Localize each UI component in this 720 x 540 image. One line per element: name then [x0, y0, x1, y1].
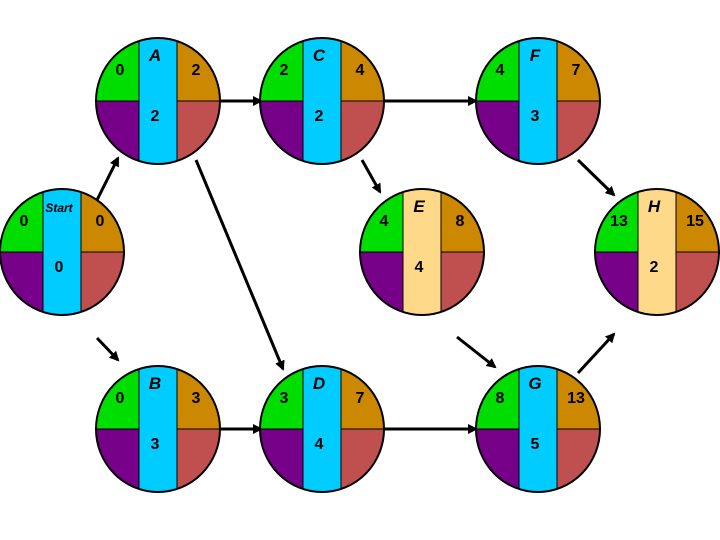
early-finish-value: 15	[686, 213, 704, 230]
early-finish-value: 4	[356, 62, 365, 79]
early-start-value: 3	[280, 390, 289, 407]
node-start[interactable]: Start 0 0 0	[0, 188, 125, 316]
duration-band	[518, 366, 558, 492]
edges-layer	[95, 96, 616, 434]
activity-name: E	[413, 197, 425, 216]
arrow-e-to-g	[456, 335, 497, 369]
activity-name: B	[149, 374, 161, 393]
early-finish-value: 7	[356, 390, 365, 407]
early-start-value: 0	[116, 390, 125, 407]
node-outline	[594, 188, 720, 316]
node-outline	[95, 365, 221, 493]
duration-band	[302, 38, 342, 164]
early-start-value: 8	[496, 390, 505, 407]
node-outline	[95, 37, 221, 165]
early-start-value: 2	[280, 62, 289, 79]
duration-value: 3	[151, 436, 160, 453]
node-outline	[359, 188, 485, 316]
node-a[interactable]: A 0 2 2	[95, 37, 221, 165]
node-outline	[259, 365, 385, 493]
arrow-a-to-d	[194, 159, 285, 371]
activity-name: G	[528, 374, 541, 393]
duration-value: 2	[151, 108, 160, 125]
duration-value: 4	[415, 259, 424, 276]
duration-value: 4	[315, 436, 324, 453]
node-outline	[475, 365, 601, 493]
node-h[interactable]: H 13 15 2	[594, 188, 720, 316]
arrow-c-to-e	[360, 159, 382, 194]
activity-name: Start	[45, 201, 73, 215]
early-start-value: 4	[380, 213, 389, 230]
node-b[interactable]: B 0 3 3	[95, 365, 221, 493]
duration-value: 5	[531, 436, 540, 453]
duration-value: 2	[315, 108, 324, 125]
early-finish-value: 13	[567, 390, 585, 407]
early-finish-value: 0	[96, 213, 105, 230]
early-start-value: 13	[610, 213, 628, 230]
early-finish-value: 8	[456, 213, 465, 230]
early-finish-value: 7	[572, 62, 581, 79]
arrow-start-to-b	[95, 336, 120, 362]
arrow-f-to-h	[576, 158, 616, 197]
duration-value: 2	[650, 259, 659, 276]
activity-name: C	[313, 46, 326, 65]
duration-band	[518, 38, 558, 164]
early-start-value: 4	[496, 62, 505, 79]
duration-value: 3	[531, 108, 540, 125]
node-f[interactable]: F 4 7 3	[475, 37, 601, 165]
duration-value: 0	[55, 259, 64, 276]
early-start-value: 0	[116, 62, 125, 79]
arrow-start-to-a	[95, 156, 120, 201]
node-outline	[0, 188, 125, 316]
node-e[interactable]: E 4 8 4	[359, 188, 485, 316]
node-outline	[475, 37, 601, 165]
early-finish-value: 3	[192, 390, 201, 407]
node-g[interactable]: G 8 13 5	[475, 365, 601, 493]
activity-name: D	[313, 374, 325, 393]
early-start-value: 0	[20, 213, 29, 230]
node-c[interactable]: C 2 4 2	[259, 37, 385, 165]
activity-name: A	[148, 46, 161, 65]
node-d[interactable]: D 3 7 4	[259, 365, 385, 493]
node-outline	[259, 37, 385, 165]
early-finish-value: 2	[192, 62, 201, 79]
activity-name: F	[530, 46, 541, 65]
activity-name: H	[648, 197, 661, 216]
arrow-g-to-h	[576, 332, 616, 375]
